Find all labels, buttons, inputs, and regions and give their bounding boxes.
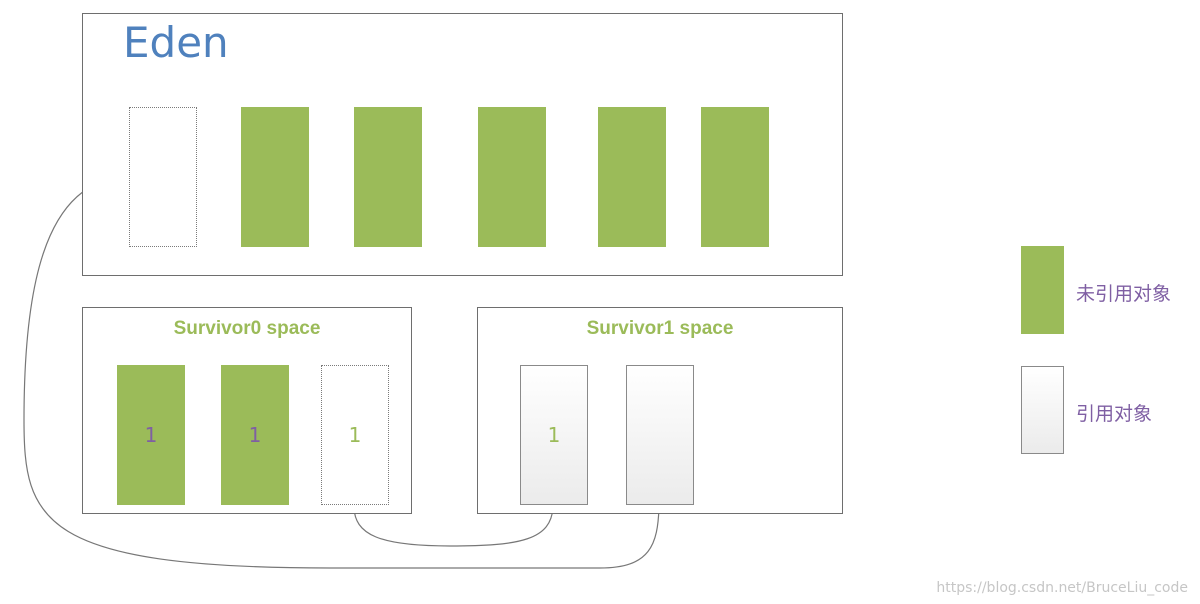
survivor0-title: Survivor0 space — [173, 318, 321, 339]
eden-object-unreferenced-3 — [478, 107, 546, 247]
watermark: https://blog.csdn.net/BruceLiu_code — [936, 580, 1188, 596]
eden-object-referenced — [129, 107, 197, 247]
survivor1-region: Survivor1 space 1 — [477, 307, 843, 514]
eden-object-unreferenced-1 — [241, 107, 309, 247]
legend-swatch-referenced — [1021, 366, 1064, 454]
arrow-survivor0-to-survivor1 — [353, 505, 557, 547]
survivor0-object-2: 1 — [221, 365, 289, 505]
legend-swatch-unreferenced — [1021, 246, 1064, 334]
legend-label-referenced: 引用对象 — [1076, 403, 1153, 425]
survivor1-title: Survivor1 space — [586, 318, 734, 339]
survivor0-object-3: 1 — [321, 365, 389, 505]
eden-object-unreferenced-5 — [701, 107, 769, 247]
eden-title: Eden — [123, 18, 229, 67]
arrow-eden-to-survivor1 — [23, 176, 663, 569]
survivor1-object-1: 1 — [520, 365, 588, 505]
survivor0-region: Survivor0 space 1 1 1 — [82, 307, 412, 514]
survivor1-object-2 — [626, 365, 694, 505]
legend-label-unreferenced: 未引用对象 — [1076, 283, 1172, 305]
survivor0-object-1: 1 — [117, 365, 185, 505]
eden-object-unreferenced-2 — [354, 107, 422, 247]
eden-object-unreferenced-4 — [598, 107, 666, 247]
eden-region: Eden — [82, 13, 843, 276]
